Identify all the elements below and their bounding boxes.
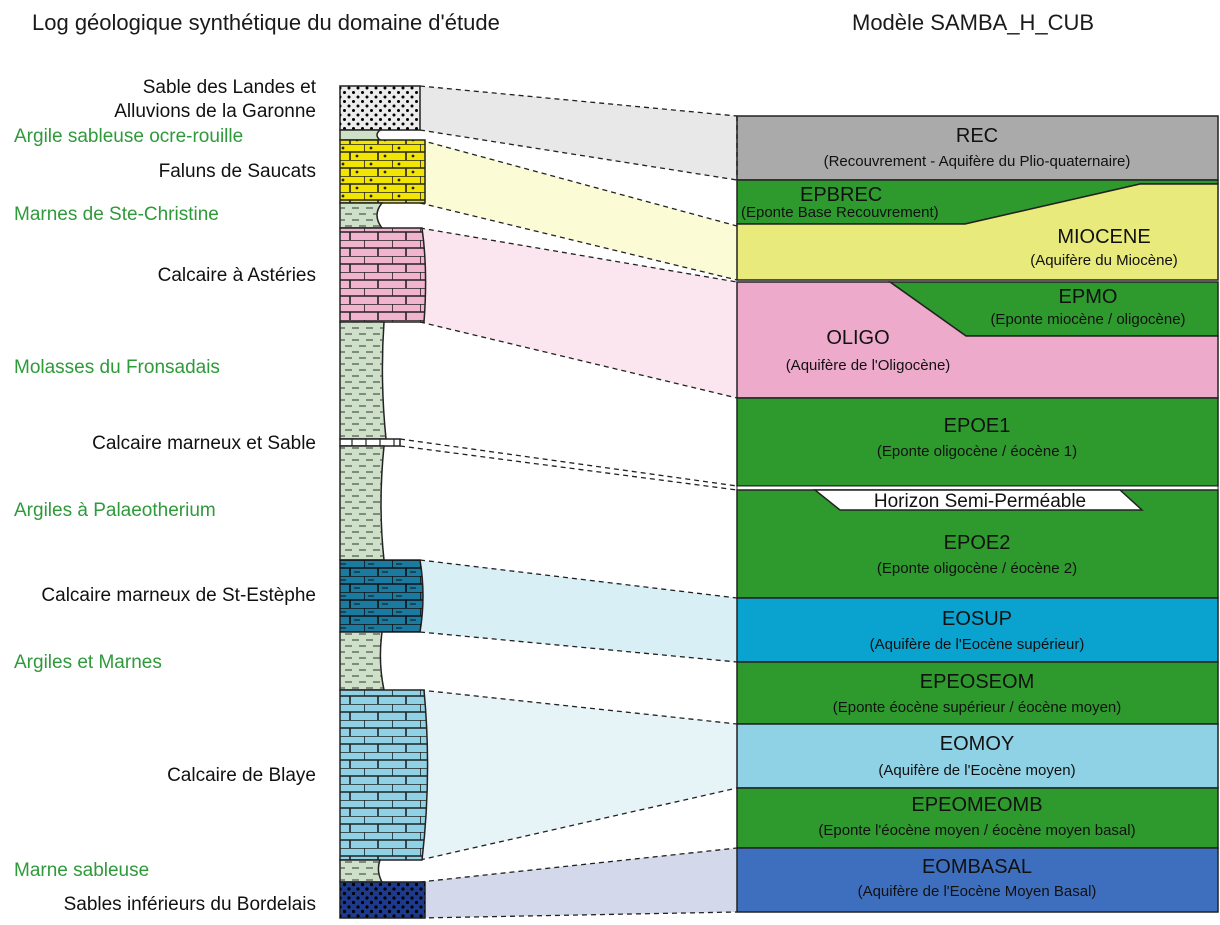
code-epoe1: EPOE1	[944, 415, 1011, 437]
label-marne-sableuse: Marne sableuse	[14, 860, 149, 881]
label-calcaire-blaye: Calcaire de Blaye	[167, 765, 316, 786]
desc-epoe2: (Eponte oligocène / éocène 2)	[877, 560, 1077, 577]
band-eosup	[420, 560, 737, 662]
formation-labels: Sable des Landes et Alluvions de la Garo…	[14, 77, 317, 915]
layer-epoe1	[736, 397, 1219, 487]
code-horizon: Horizon Semi-Perméable	[874, 491, 1086, 512]
code-rec: REC	[956, 125, 998, 147]
model-labels: REC (Recouvrement - Aquifère du Plio-qua…	[741, 125, 1186, 900]
desc-eombasal: (Aquifère de l'Eocène Moyen Basal)	[858, 883, 1097, 900]
label-calcaire-asteries: Calcaire à Astéries	[158, 265, 316, 286]
unit-argile-ocre	[339, 129, 382, 141]
band-eombasal	[420, 848, 737, 918]
layer-epeoseom	[736, 661, 1219, 725]
code-epeoseom: EPEOSEOM	[920, 671, 1034, 693]
layer-eomoy	[736, 723, 1219, 789]
band-oligo	[420, 228, 737, 398]
code-epeomeomb: EPEOMEOMB	[911, 794, 1042, 816]
layer-miocene	[736, 183, 1219, 281]
band-rec	[420, 86, 737, 180]
label-faluns: Faluns de Saucats	[159, 161, 316, 182]
code-miocene: MIOCENE	[1057, 226, 1150, 248]
label-argiles-palaeo: Argiles à Palaeotherium	[14, 500, 216, 521]
log-title: Log géologique synthétique du domaine d'…	[32, 10, 500, 35]
code-eombasal: EOMBASAL	[922, 856, 1032, 878]
layer-eombasal	[736, 847, 1219, 913]
band-miocene	[420, 140, 737, 280]
model-title: Modèle SAMBA_H_CUB	[852, 10, 1094, 35]
code-epbrec: EPBREC	[800, 184, 882, 206]
layer-eosup	[736, 597, 1219, 663]
label-sables-bordelais: Sables inférieurs du Bordelais	[64, 894, 316, 915]
code-epoe2: EPOE2	[944, 532, 1011, 554]
label-molasses: Molasses du Fronsadais	[14, 357, 220, 378]
label-argile-ocre: Argile sableuse ocre-rouille	[14, 126, 243, 147]
label-sable-landes-1: Sable des Landes et	[143, 77, 317, 98]
desc-epmo: (Eponte miocène / oligocène)	[990, 311, 1185, 328]
label-argiles-marnes: Argiles et Marnes	[14, 652, 162, 673]
label-calcaire-estephe: Calcaire marneux de St-Estèphe	[41, 585, 316, 606]
code-oligo: OLIGO	[826, 327, 889, 349]
layer-horizon	[812, 489, 1144, 511]
desc-epeomeomb: (Eponte l'éocène moyen / éocène moyen ba…	[818, 822, 1135, 839]
label-calcaire-marneux-sable: Calcaire marneux et Sable	[92, 433, 316, 454]
code-eomoy: EOMOY	[940, 733, 1014, 755]
band-eomoy	[420, 690, 737, 860]
unit-calcaire-marneux-sable	[339, 438, 401, 447]
correlation-bands	[420, 86, 737, 918]
faluns-pattern	[340, 140, 425, 203]
layer-epeomeomb	[736, 787, 1219, 849]
label-marnes-christine: Marnes de Ste-Christine	[14, 204, 219, 225]
desc-eosup: (Aquifère de l'Eocène supérieur)	[870, 636, 1085, 653]
desc-epeoseom: (Eponte éocène supérieur / éocène moyen)	[833, 699, 1122, 716]
desc-epoe1: (Eponte oligocène / éocène 1)	[877, 443, 1077, 460]
desc-rec: (Recouvrement - Aquifère du Plio-quatern…	[824, 153, 1131, 170]
model-column	[736, 115, 1219, 913]
label-sable-landes-2: Alluvions de la Garonne	[114, 101, 316, 122]
stratigraphic-column	[339, 85, 429, 919]
code-eosup: EOSUP	[942, 608, 1012, 630]
code-epmo: EPMO	[1059, 286, 1118, 308]
correlation-lines	[399, 85, 738, 919]
desc-epbrec: (Eponte Base Recouvrement)	[741, 204, 939, 221]
desc-oligo: (Aquifère de l'Oligocène)	[786, 357, 951, 374]
desc-miocene: (Aquifère du Miocène)	[1030, 252, 1178, 269]
layer-rec	[736, 115, 1219, 181]
sand-dots	[340, 86, 420, 130]
desc-eomoy: (Aquifère de l'Eocène moyen)	[878, 762, 1075, 779]
